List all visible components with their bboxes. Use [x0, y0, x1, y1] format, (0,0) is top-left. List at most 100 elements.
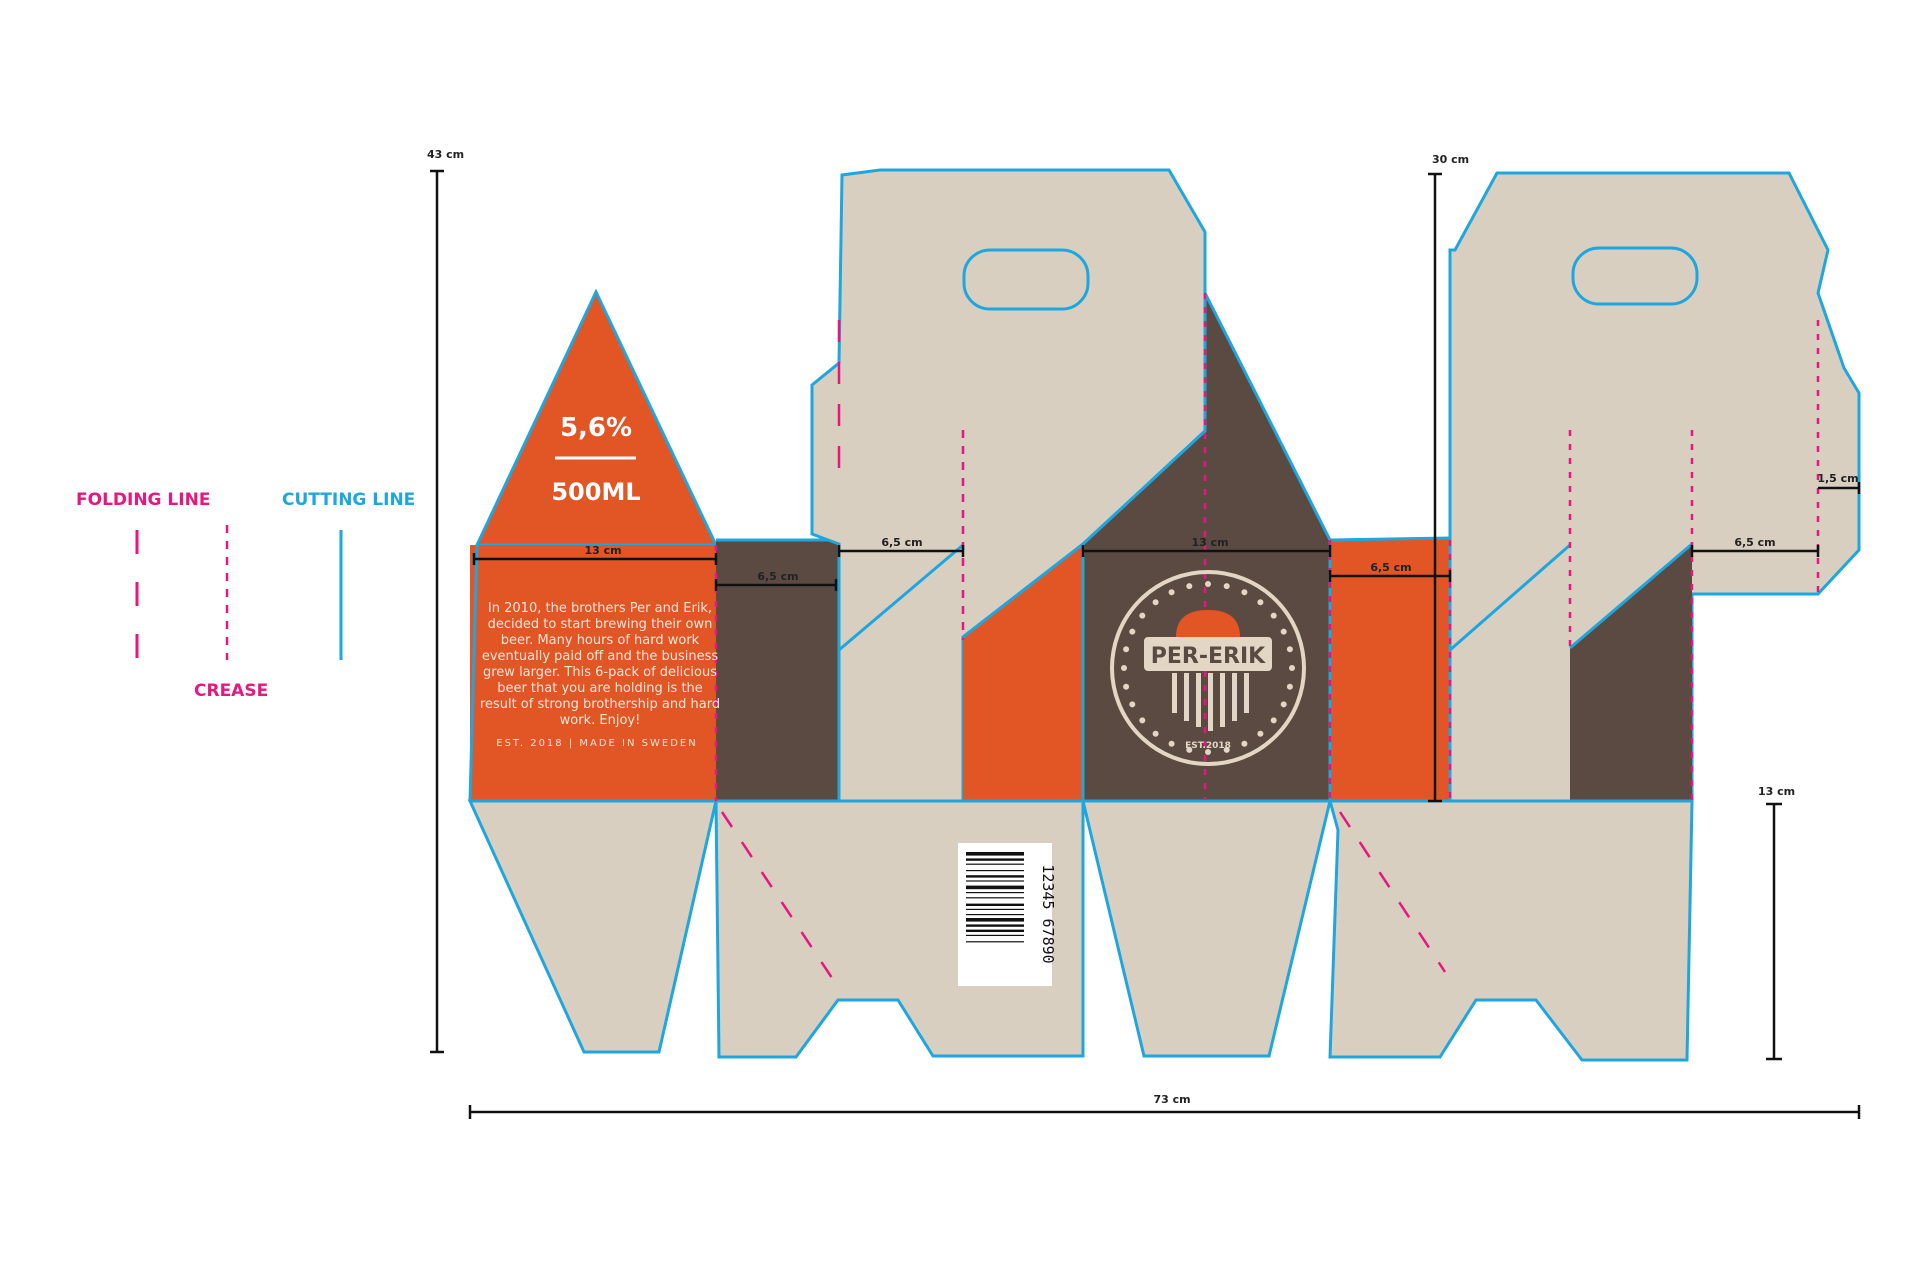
cut-slot-left-b: [962, 542, 1084, 639]
logo-dot: [1123, 646, 1130, 653]
logo-dot: [1280, 628, 1287, 635]
logo-dot: [1168, 740, 1175, 747]
barcode-bar: [966, 941, 1024, 943]
barcode-bar: [966, 870, 1024, 872]
dim-bottom-height-label: 13 cm: [1758, 785, 1795, 798]
dim-handle-height-label: 30 cm: [1432, 153, 1469, 166]
barcode: 12345 67890: [958, 843, 1057, 986]
barcode-bar: [966, 897, 1024, 899]
barcode-bar: [966, 903, 1024, 906]
side-panel-orange-b: [1328, 536, 1452, 803]
story-line: beer that you are holding is the: [497, 681, 703, 696]
logo-dot: [1123, 683, 1130, 690]
logo-brand-text: PER-ERIK: [1151, 644, 1266, 669]
story-line: work. Enjoy!: [560, 713, 641, 728]
logo-dot: [1286, 646, 1293, 653]
dim-13-left-label: 13 cm: [584, 544, 621, 557]
story-line: beer. Many hours of hard work: [501, 633, 700, 648]
logo-dot: [1270, 717, 1277, 724]
logo-dot: [1152, 730, 1159, 737]
barcode-bar: [966, 885, 1024, 890]
handle-hole-right: [1571, 246, 1699, 306]
label-panel: [470, 545, 716, 801]
logo-dot: [1139, 612, 1146, 619]
label-footer: EST. 2018 | MADE IN SWEDEN: [496, 738, 697, 749]
dim-total-height-label: 43 cm: [427, 148, 464, 161]
dimension-labels: 43 cm 30 cm 13 cm 73 cm 13 cm 6,5 cm 6,5…: [427, 148, 1859, 1106]
dim-total-width-label: 73 cm: [1153, 1093, 1190, 1106]
legend-crease: CREASE: [194, 681, 268, 701]
bottom-flap-left: [467, 799, 718, 1054]
brand-logo: PER-ERIK EST.2018: [1110, 570, 1306, 766]
story-text: In 2010, the brothers Per and Erik, deci…: [480, 601, 720, 728]
barcode-bar: [966, 929, 1024, 932]
story-line: grew larger. This 6-pack of delicious: [483, 665, 717, 680]
bottom-flap-right: [1328, 799, 1694, 1062]
barcode-bar: [966, 852, 1024, 856]
legend-folding-line: FOLDING LINE: [76, 490, 210, 510]
logo-dot: [1241, 740, 1248, 747]
cut-slot-right-b: [1569, 542, 1693, 650]
abv-text: 5,6%: [560, 413, 632, 443]
barcode-bar: [966, 918, 1024, 922]
barcode-bar: [966, 880, 1024, 882]
logo-est-text: EST.2018: [1185, 741, 1231, 751]
logo-dot: [1257, 599, 1264, 606]
side-panel-brown-a: [716, 540, 839, 801]
cut-slot-right-a: [1449, 543, 1571, 652]
logo-dot: [1270, 612, 1277, 619]
logo-cap-icon: [1176, 610, 1240, 637]
dimension-lines: [430, 169, 1861, 1119]
logo-dot: [1139, 717, 1146, 724]
orange-insert-left: [963, 544, 1083, 801]
story-line: In 2010, the brothers Per and Erik,: [488, 601, 712, 616]
handle-hole-left: [962, 248, 1090, 311]
dim-65-d-label: 6,5 cm: [1734, 536, 1775, 549]
barcode-bar: [966, 892, 1024, 894]
dim-65-c-label: 6,5 cm: [1370, 561, 1411, 574]
dim-65-b-label: 6,5 cm: [881, 536, 922, 549]
logo-dot: [1129, 701, 1136, 708]
logo-dot: [1280, 701, 1287, 708]
logo-dot: [1152, 599, 1159, 606]
fold-line-bottom-right: [1338, 811, 1447, 973]
logo-dot: [1257, 730, 1264, 737]
logo-dot: [1168, 589, 1175, 596]
logo-dot: [1286, 683, 1293, 690]
logo-dot: [1186, 746, 1193, 753]
logo-dot: [1289, 665, 1295, 671]
dieline: [467, 168, 1861, 1062]
logo-dot: [1223, 746, 1230, 753]
dim-15-label: 1,5 cm: [1817, 472, 1858, 485]
logo-dot: [1223, 583, 1230, 590]
logo-dot: [1121, 665, 1127, 671]
barcode-bar: [966, 908, 1024, 910]
barcode-bar: [966, 875, 1024, 878]
story-line: decided to start brewing their own: [488, 617, 713, 632]
barcode-bar: [966, 858, 1024, 861]
label-content: 5,6% 500ML In 2010, the brothers Per and…: [480, 413, 720, 749]
logo-dot: [1129, 628, 1136, 635]
barcode-bar: [966, 863, 1024, 865]
bottom-flap-center: [1081, 799, 1332, 1058]
story-line: eventually paid off and the business: [482, 649, 718, 664]
logo-dot: [1186, 583, 1193, 590]
logo-outer-ring: [1110, 570, 1306, 766]
volume-text: 500ML: [551, 478, 640, 506]
logo-dot: [1205, 749, 1211, 755]
barcode-bar: [966, 934, 1024, 936]
logo-brand-plate: [1144, 637, 1272, 671]
dim-65-a-label: 6,5 cm: [757, 570, 798, 583]
barcode-number: 12345 67890: [1039, 864, 1057, 963]
logo-dot-ring: [1121, 581, 1295, 755]
story-line: result of strong brothership and hard: [480, 697, 720, 712]
beer-tap-logo-icon: [1172, 673, 1249, 731]
label-left-cut: [468, 544, 479, 802]
legend-cutting-line: CUTTING LINE: [282, 490, 415, 510]
barcode-bar: [966, 924, 1024, 927]
fold-lines: [714, 293, 1820, 991]
legend: FOLDING LINE CUTTING LINE CREASE: [76, 490, 415, 701]
cut-slot-left-a: [838, 543, 964, 652]
dim-13-center-label: 13 cm: [1191, 536, 1228, 549]
